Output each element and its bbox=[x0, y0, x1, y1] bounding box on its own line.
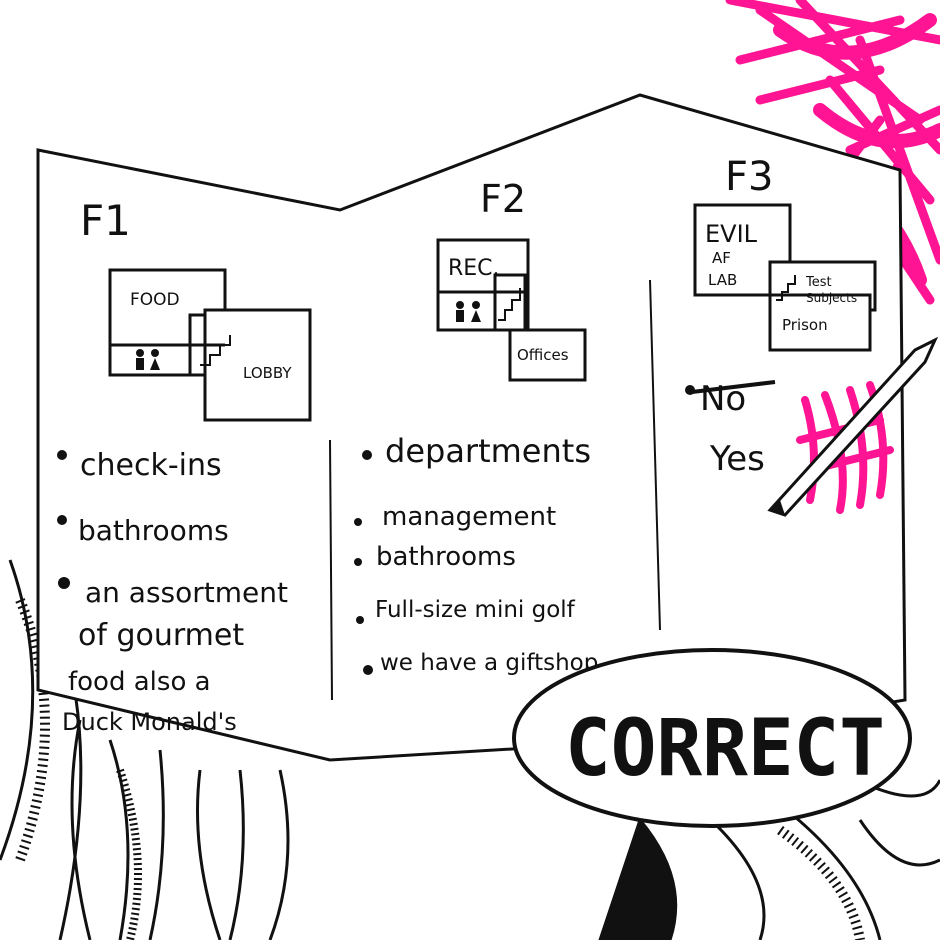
floor-map-f1 bbox=[108, 268, 312, 422]
room-label-food: FOOD bbox=[130, 290, 180, 310]
bullet-f2-5: we have a giftshop bbox=[380, 650, 598, 676]
bullet-f2-2: management bbox=[382, 502, 556, 532]
column-f3: F3 EVIL AF LAB Test Subjects Prison No Y… bbox=[685, 154, 877, 479]
fold-right bbox=[649, 279, 661, 631]
bullet-f2-3: bathrooms bbox=[376, 542, 516, 572]
column-f1: F1 FOOD LOBBY check-ins bathrooms an ass… bbox=[57, 196, 312, 736]
column-f2: F2 REC. Offices departments management b… bbox=[354, 177, 598, 676]
bullet-f1-3b: of gourmet bbox=[78, 618, 244, 653]
room-label-offices: Offices bbox=[517, 346, 569, 364]
room-label-prison: Prison bbox=[782, 316, 828, 334]
room-label-lab: LAB bbox=[708, 271, 737, 289]
pencil-icon bbox=[767, 336, 939, 517]
floor-heading-f2: F2 bbox=[480, 177, 526, 221]
floor-heading-f1: F1 bbox=[80, 196, 131, 245]
bullet-f1-3c: food also a bbox=[68, 667, 211, 697]
answer-yes: Yes bbox=[709, 439, 765, 479]
bullet-list-f2: departments management bathrooms Full-si… bbox=[354, 432, 598, 676]
fold-left bbox=[329, 439, 333, 701]
room-label-lobby: LOBBY bbox=[243, 364, 292, 382]
bullet-f1-2: bathrooms bbox=[78, 514, 229, 547]
strike-through bbox=[691, 380, 776, 394]
pink-scribble-pencil-icon bbox=[796, 381, 894, 514]
speech-bubble: CORRECT bbox=[512, 648, 912, 828]
brochure bbox=[36, 93, 907, 762]
brochure-outline bbox=[36, 93, 907, 762]
bullet-list-f1: check-ins bathrooms an assortment of gou… bbox=[57, 448, 288, 736]
bullet-f2-1: departments bbox=[385, 432, 591, 470]
stairs-icon bbox=[498, 288, 521, 321]
room-label-af: AF bbox=[712, 249, 731, 267]
room-label-subjects: Subjects bbox=[806, 291, 857, 305]
room-label-test: Test bbox=[805, 275, 832, 290]
room-label-rec: REC. bbox=[448, 256, 500, 281]
stairs-icon bbox=[776, 275, 796, 301]
floor-heading-f3: F3 bbox=[725, 154, 773, 200]
restroom-icon bbox=[136, 349, 160, 370]
tentacles-icon bbox=[0, 559, 940, 940]
restroom-icon bbox=[456, 301, 481, 322]
bullet-f2-4: Full-size mini golf bbox=[375, 597, 576, 623]
bullet-f1-3a: an assortment bbox=[85, 576, 288, 609]
speech-bubble-text: CORRECT bbox=[565, 704, 885, 794]
bullet-f1-1: check-ins bbox=[80, 448, 222, 483]
floor-map-f2 bbox=[436, 238, 587, 382]
room-label-evil: EVIL bbox=[705, 220, 758, 248]
bullet-f1-3d: Duck Monald's bbox=[62, 708, 237, 736]
stairs-icon bbox=[200, 335, 231, 366]
floor-map-f3 bbox=[693, 203, 877, 352]
